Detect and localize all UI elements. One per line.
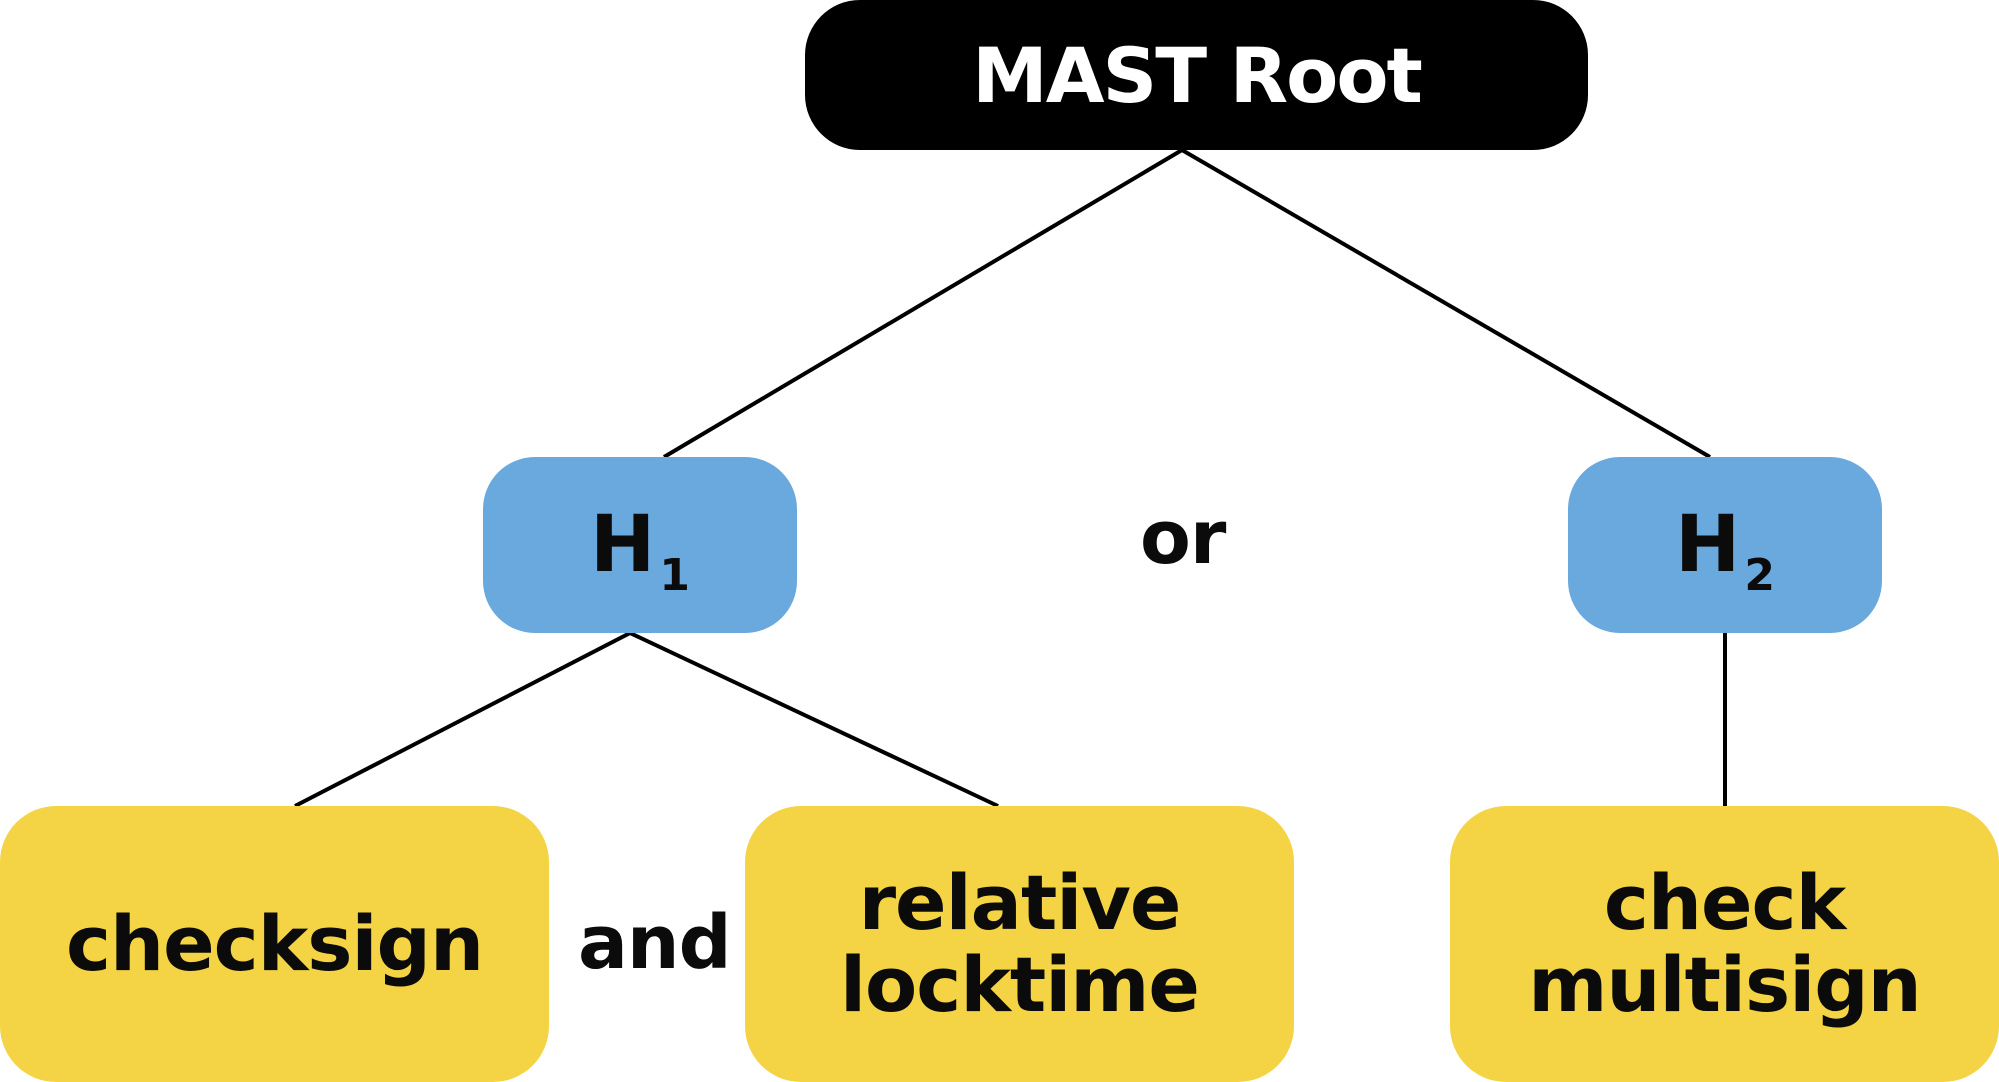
leaf-multisign-line2: multisign xyxy=(1528,940,1922,1029)
leaf-checksign-line1: checksign xyxy=(65,899,484,988)
edge-root-h1 xyxy=(662,148,1184,459)
mast-root-node: MAST Root xyxy=(805,0,1588,150)
hash-h2-subscript: 2 xyxy=(1744,549,1775,601)
leaf-multisign-line1: check xyxy=(1603,858,1846,947)
leaf-checksign: checksign xyxy=(0,806,549,1082)
leaf-locktime-line2: locktime xyxy=(840,940,1200,1029)
hash-h1-base: H xyxy=(590,500,656,590)
hash-h2-base: H xyxy=(1675,500,1741,590)
operator-or: or xyxy=(1140,495,1226,581)
edge-h1-checksign xyxy=(294,631,631,808)
mast-root-label: MAST Root xyxy=(972,30,1423,120)
edge-h1-locktime xyxy=(629,631,999,808)
leaf-relative-locktime: relative locktime xyxy=(745,806,1294,1082)
hash-h1-subscript: 1 xyxy=(659,549,690,601)
operator-and: and xyxy=(578,900,732,986)
edge-root-h2 xyxy=(1180,148,1712,459)
leaf-locktime-line1: relative xyxy=(858,858,1182,947)
leaf-check-multisign: check multisign xyxy=(1450,806,1999,1082)
